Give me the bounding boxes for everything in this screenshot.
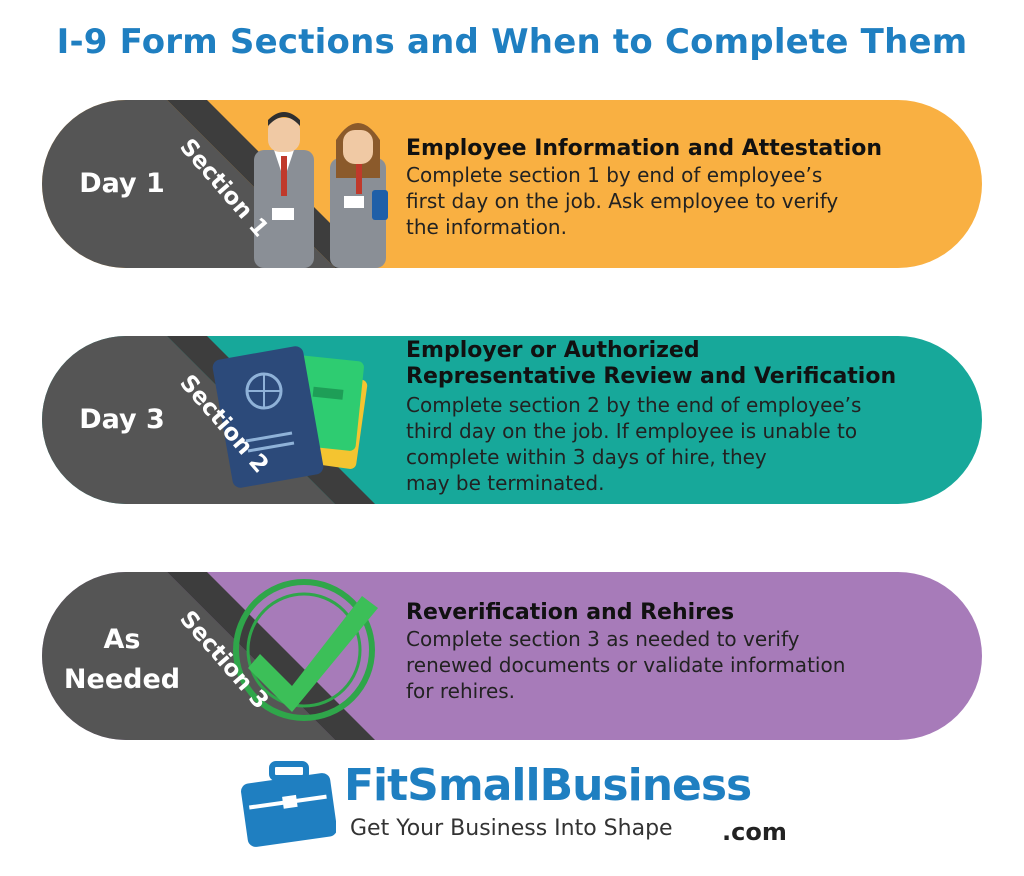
card-body-line: for rehires. (406, 679, 516, 703)
card-background (42, 572, 982, 740)
domain-suffix: .com (722, 818, 787, 846)
card-heading: Employer or Authorized (406, 338, 700, 363)
card-body-line: Complete section 3 as needed to verify (406, 627, 800, 651)
employees-icon (254, 112, 388, 268)
card-body-line: first day on the job. Ask employee to ve… (406, 189, 839, 213)
tagline: Get Your Business Into Shape (350, 816, 673, 841)
card-body-line: may be terminated. (406, 471, 605, 495)
card-text: Employer or Authorized Representative Re… (406, 338, 896, 496)
day-label-line: Needed (63, 664, 181, 695)
card-body-line: third day on the job. If employee is una… (406, 419, 858, 443)
card-body-line: Complete section 2 by the end of employe… (406, 393, 862, 417)
card-body-line: the information. (406, 215, 567, 239)
section-2-card: Day 3 Section 2 Employer or Authorized R… (42, 336, 982, 504)
checkmark-icon (233, 579, 378, 721)
day-label: Day 3 (79, 404, 165, 435)
card-body-line: complete within 3 days of hire, they (406, 445, 767, 469)
day-label: As Needed (42, 620, 202, 700)
section-3-card: As Needed Section 3 Reverification and R… (42, 572, 982, 740)
card-heading: Representative Review and Verification (406, 364, 897, 389)
card-text: Reverification and Rehires Complete sect… (406, 600, 845, 704)
card-heading: Reverification and Rehires (406, 600, 735, 625)
brand-name: FitSmallBusiness (344, 760, 752, 811)
section-1-card: Day 1 Section 1 Employee Information and… (42, 100, 982, 268)
page-title: I-9 Form Sections and When to Complete T… (56, 22, 968, 62)
passport-icon (212, 346, 368, 488)
day-label: Day 1 (79, 168, 165, 199)
card-body-line: renewed documents or validate informatio… (406, 653, 846, 677)
card-text: Employee Information and Attestation Com… (406, 136, 882, 240)
day-label-line: As (103, 624, 141, 655)
fitsmallbusiness-logo: FitSmallBusiness Get Your Business Into … (240, 760, 800, 860)
card-body-line: Complete section 1 by end of employee’s (406, 163, 823, 187)
card-heading: Employee Information and Attestation (406, 136, 883, 161)
briefcase-icon (241, 761, 336, 847)
